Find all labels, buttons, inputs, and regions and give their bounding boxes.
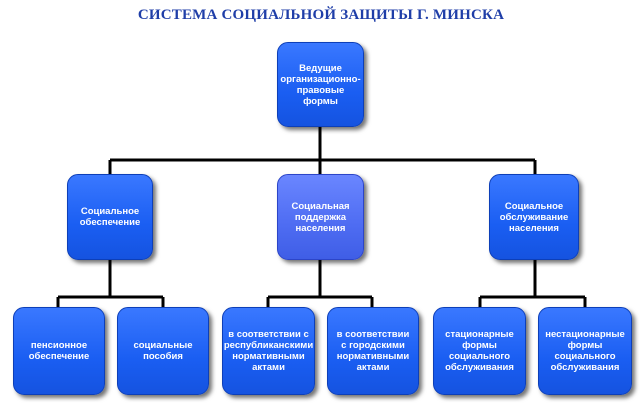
leaf-node-pension: пенсионное обеспечение [13,307,105,395]
leaf-node-city-acts: в соответствии с городскими нормативными… [327,307,419,395]
leaf-node-nonstationary-services: нестационарные формы социального обслужи… [538,307,632,395]
branch-node-social-services: Социальное обслуживание населения [489,174,579,260]
diagram-title: СИСТЕМА СОЦИАЛЬНОЙ ЗАЩИТЫ Г. МИНСКА [137,7,505,23]
root-node: Ведущие организационно- правовые формы [277,42,364,127]
branch-node-social-support: Социальная поддержка населения [277,174,364,260]
leaf-node-stationary-services: стационарные формы социального обслужива… [433,307,526,395]
leaf-node-benefits: социальные пособия [117,307,209,395]
branch-node-social-security: Социальное обеспечение [67,174,153,260]
leaf-node-republican-acts: в соответствии с республиканскими нормат… [222,307,315,395]
